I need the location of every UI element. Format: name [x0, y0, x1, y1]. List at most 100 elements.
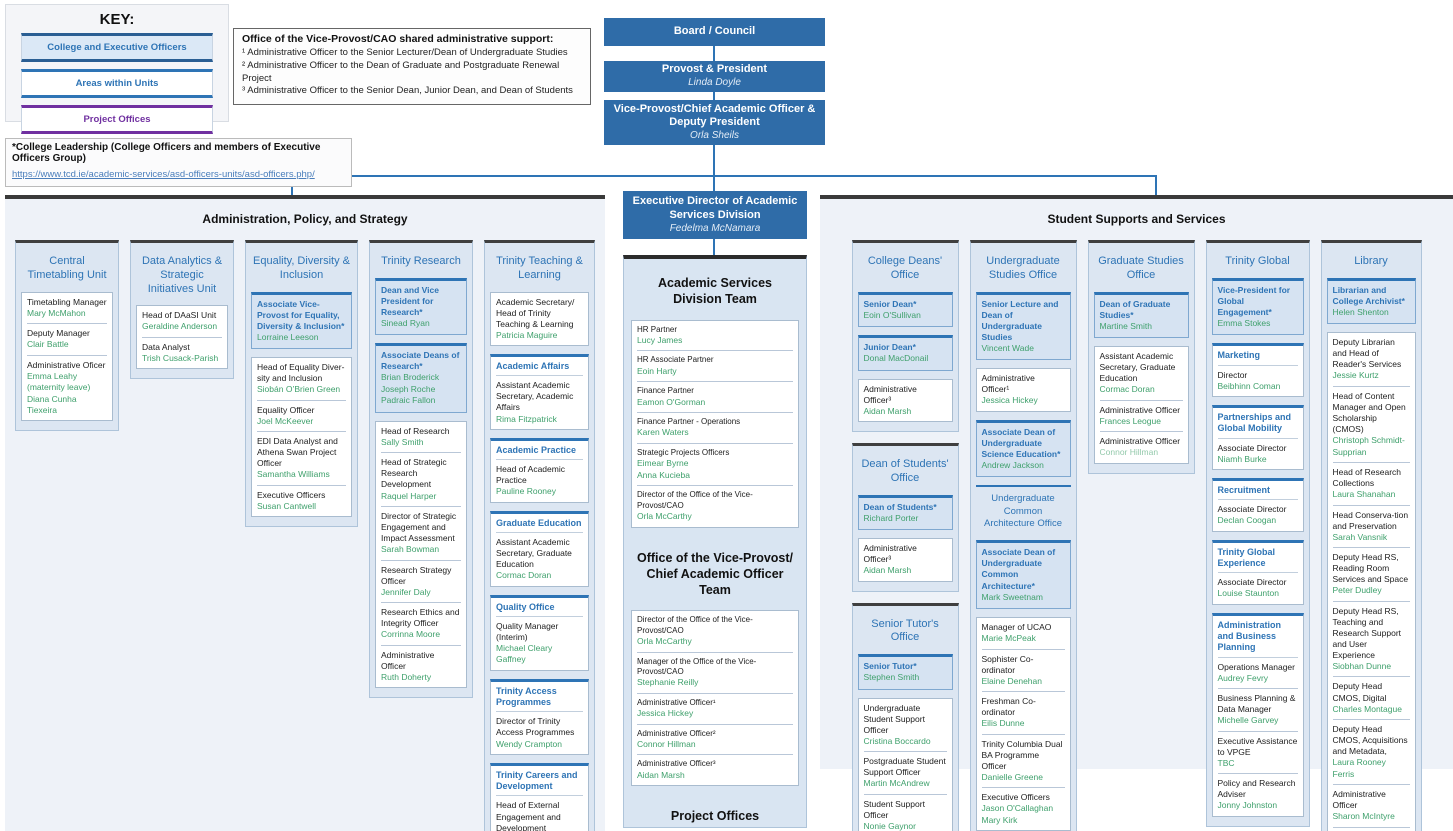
panel-admin-title: Administration, Policy, and Strategy — [202, 212, 408, 226]
role-label: Deputy Head RS, Reading Room Services an… — [1332, 552, 1409, 585]
person-name: Connor Hillman — [1099, 447, 1159, 458]
person-name: Vincent Wade — [981, 342, 1034, 353]
role-label: Manager of the Office of the Vice-Provos… — [637, 656, 757, 676]
staff-entry: Deputy Head RS, Reading Room Services an… — [1332, 547, 1410, 601]
column-data-analytics-unit: Data Analytics & Strategic Initiatives U… — [130, 240, 234, 380]
subunit-title: Marketing — [1217, 346, 1298, 366]
staff-entry: Deputy Head RS, Teaching and Research Su… — [1332, 600, 1410, 677]
role-label: EDI Data Analyst and Athena Swan Project… — [257, 436, 338, 469]
center-section-heading: Office of the Vice-Provost/ Chief Academ… — [636, 550, 794, 598]
person-name: Jennifer Daly — [381, 586, 431, 597]
role-label: Associate Director — [1217, 504, 1287, 515]
connector-provost-vice — [713, 92, 715, 100]
person-name: Lorraine Leeson — [257, 331, 319, 342]
officer-box: Librarian and College Archivist*Helen Sh… — [1326, 277, 1416, 325]
role-label: Director of the Office of the Vice-Provo… — [637, 615, 753, 635]
column-title: Graduate Studies Office — [1098, 255, 1184, 281]
column-title: Trinity Teaching & Learning — [496, 255, 583, 281]
shared-admin-support-note: Office of the Vice-Provost/CAO shared ad… — [233, 28, 591, 106]
person-name: Mary McMahon — [27, 307, 86, 318]
role-label: Assistant Academic Secretary, Academic A… — [496, 380, 574, 413]
person-name: Joseph Roche — [381, 383, 436, 394]
asd-officers-link[interactable]: https://www.tcd.ie/academic-services/asd… — [12, 169, 315, 180]
person-name: Louise Staunton — [1217, 588, 1279, 599]
column-title: Central Timetabling Unit — [27, 255, 107, 281]
role-label: Business Planning & Data Manager — [1217, 693, 1296, 715]
staff-box: Assistant Academic Secretary, Graduate E… — [1093, 346, 1189, 464]
staff-entry: Head of External Engagement and Developm… — [496, 796, 583, 831]
staff-entry: Manager of the Office of the Vice-Provos… — [637, 651, 793, 693]
key-item-project-offices: Project Offices — [21, 105, 213, 134]
provost-name: Linda Doyle — [688, 77, 741, 89]
person-name: Lucy James — [637, 334, 683, 345]
role-label: Policy and Research Adviser — [1217, 778, 1296, 800]
key-item-college-executive-officers: College and Executive Officers — [21, 33, 213, 62]
officer-title: Senior Dean* — [863, 298, 917, 309]
role-label: Trinity Columbia Dual BA Programme Offic… — [981, 738, 1063, 771]
person-name: Jason O'Callaghan — [981, 803, 1054, 814]
role-label: Administrative Officer — [1099, 404, 1181, 415]
staff-box: Academic Secretary/ Head of Trinity Teac… — [490, 291, 589, 347]
officer-title: Associate Dean of Undergraduate Science … — [981, 426, 1061, 459]
exec-director-title: Executive Director of Academic Services … — [632, 195, 798, 221]
person-name: Danielle Greene — [981, 771, 1043, 782]
role-label: Assistant Academic Secretary, Graduate E… — [496, 537, 572, 570]
person-name: Declan Coogan — [1217, 515, 1277, 526]
person-name: Jonny Johnston — [1217, 800, 1278, 811]
person-name: Geraldine Anderson — [142, 321, 218, 332]
role-label: Deputy Head CMOS, Acquisitions and Metad… — [1332, 724, 1408, 757]
note-title: Office of the Vice-Provost/CAO shared ad… — [242, 33, 554, 45]
vice-provost-title: Vice-Provost/Chief Academic Officer & De… — [613, 102, 816, 129]
column-title: Trinity Research — [381, 255, 461, 267]
person-name: Aidan Marsh — [637, 769, 685, 780]
subunit-title: Partnerships and Global Mobility — [1217, 408, 1298, 439]
role-label: Head of Research Collections — [1332, 467, 1402, 489]
key-title: KEY: — [99, 11, 135, 28]
person-name: Elaine Denehan — [981, 675, 1043, 686]
person-name: Martine Smith — [1099, 320, 1152, 331]
role-label: Administrative Officer¹ — [981, 373, 1035, 395]
role-label: Sophister Co-ordinator — [981, 653, 1034, 675]
role-label: Head of Strategic Research Development — [381, 457, 447, 490]
officer-box: Dean of Graduate Studies*Martine Smith — [1093, 291, 1189, 339]
person-name: Jessica Hickey — [637, 708, 694, 719]
person-name: Sally Smith — [381, 436, 424, 447]
officer-box: Associate Deans of Research*Brian Broder… — [375, 343, 467, 413]
column-title: Equality, Diversity & Inclusion — [253, 255, 350, 281]
staff-box: Head of Equality Diver-sity and Inclusio… — [251, 357, 352, 518]
role-label: Strategic Projects Officers — [637, 447, 730, 457]
role-label: Research Ethics and Integrity Officer — [381, 607, 460, 629]
officer-title: Librarian and College Archivist* — [1332, 284, 1405, 306]
person-name: Michael Cleary Gaffney — [496, 642, 553, 665]
key-item-areas-within-units: Areas within Units — [21, 69, 213, 98]
staff-entry: Deputy Head CMOS, Acquisitions and Metad… — [1332, 719, 1410, 784]
role-label: Academic Secretary/ Head of Trinity Teac… — [496, 296, 575, 329]
staff-entry: Head of Equality Diver-sity and Inclusio… — [257, 358, 346, 400]
person-name: Beibhinn Coman — [1217, 380, 1281, 391]
staff-box: Director of the Office of the Vice-Provo… — [631, 610, 799, 787]
role-label: Operations Manager — [1217, 661, 1296, 672]
